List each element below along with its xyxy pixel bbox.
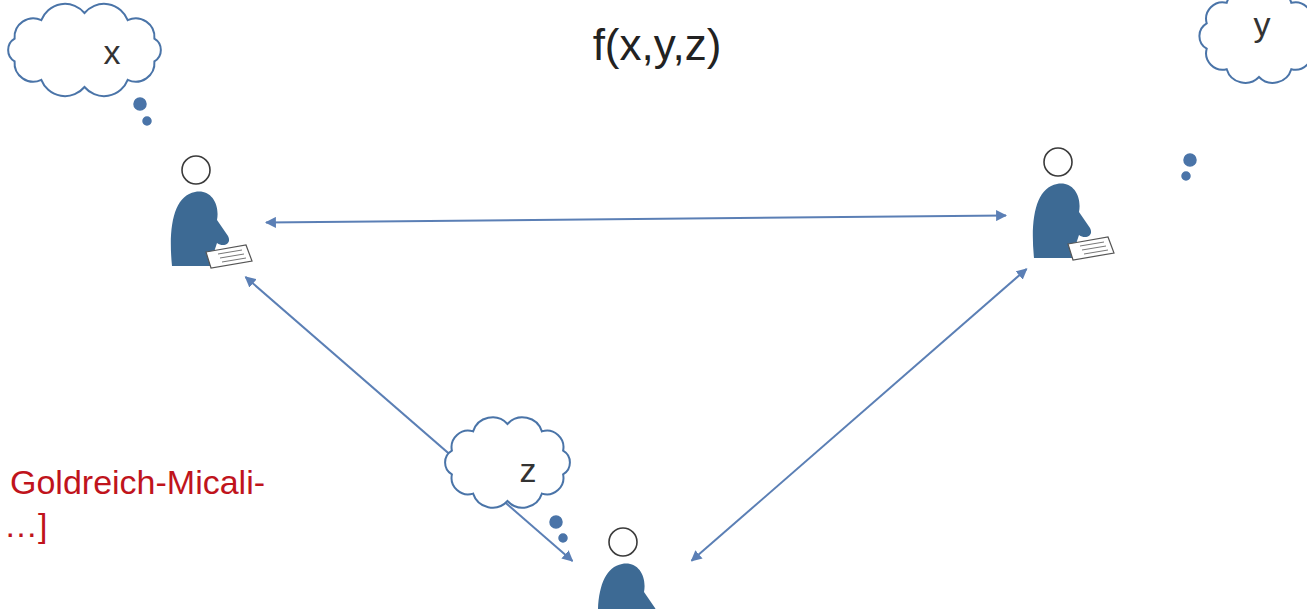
channel-arrow <box>692 269 1027 561</box>
thought-dot <box>134 98 146 110</box>
function-label: f(x,y,z) <box>593 20 722 71</box>
thought-dot <box>1182 172 1190 180</box>
party-node: z <box>577 520 687 609</box>
thought-dot <box>559 534 567 542</box>
person-figure <box>150 148 260 273</box>
thought-dot <box>1184 154 1196 166</box>
thought-dot <box>143 117 151 125</box>
person-head <box>1044 148 1072 176</box>
person-head <box>182 156 210 184</box>
paper-lines <box>218 250 246 262</box>
thought-cloud: x <box>2 4 167 96</box>
person-head <box>609 528 637 556</box>
paper-sheet <box>206 245 252 268</box>
cloud-outline <box>440 415 575 510</box>
citation-text: …] <box>4 506 47 545</box>
paper-lines <box>1080 242 1108 254</box>
person-figure <box>577 520 687 609</box>
secret-input: y <box>1254 7 1271 41</box>
secret-input: z <box>520 453 537 487</box>
thought-dot <box>550 516 562 528</box>
channel-arrow <box>246 277 573 561</box>
person-body <box>598 564 656 609</box>
party-node: x <box>150 148 260 273</box>
cloud-outline <box>2 4 167 96</box>
citation-text: Goldreich-Micali- <box>10 463 265 502</box>
secret-input: x <box>104 35 121 69</box>
paper-sheet <box>1068 237 1114 260</box>
thought-cloud: y <box>1195 0 1307 86</box>
channel-arrow <box>266 216 1006 223</box>
party-node: y <box>1012 140 1122 265</box>
person-figure <box>1012 140 1122 265</box>
cloud-outline <box>1195 0 1307 86</box>
thought-cloud: z <box>440 415 575 510</box>
